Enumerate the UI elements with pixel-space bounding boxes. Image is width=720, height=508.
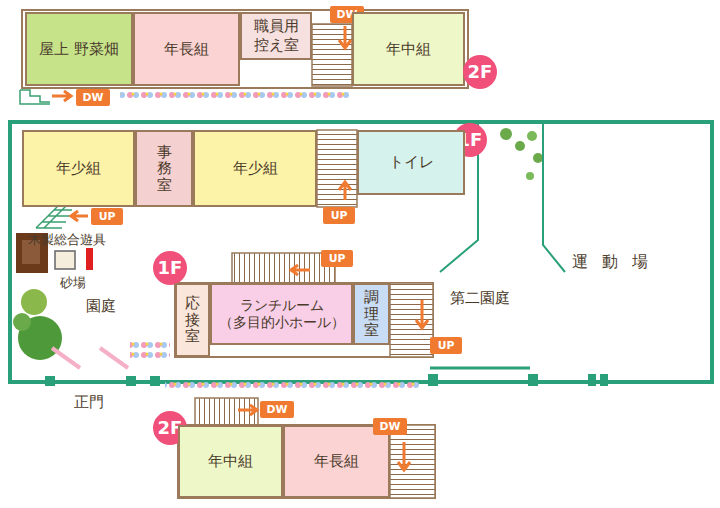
- room-box: 屋上 野菜畑: [25, 12, 133, 86]
- room-name: UP: [99, 210, 116, 223]
- area-label: 正門: [74, 393, 104, 412]
- room-name: 1F: [158, 257, 183, 280]
- stair-tag: DW: [373, 418, 407, 435]
- area-label: 第二園庭: [450, 289, 510, 308]
- room-name: 年中組: [208, 452, 253, 471]
- floor-badge: 1F: [153, 251, 187, 285]
- room-box: 応接室: [175, 283, 210, 357]
- room-name: DW: [83, 91, 104, 104]
- room-name: 年中組: [386, 40, 431, 59]
- room-name: UP: [329, 252, 346, 265]
- room-name: 年少組: [56, 159, 101, 178]
- floor-badge: 2F: [463, 55, 497, 89]
- stair-tag: DW: [76, 89, 110, 106]
- room-name: 2F: [468, 61, 493, 84]
- room-box: 年長組: [283, 425, 390, 498]
- room-box: 年中組: [178, 425, 283, 498]
- stair-tag: UP: [323, 207, 355, 224]
- area-label: 木製総合遊具: [28, 231, 106, 249]
- room-name: UP: [438, 339, 455, 352]
- room-box: ランチルーム （多目的小ホール）: [210, 283, 353, 345]
- room-box: 年長組: [133, 12, 240, 86]
- room-name: UP: [331, 209, 348, 222]
- room-name: DW: [380, 420, 401, 433]
- room-name: トイレ: [389, 153, 434, 172]
- room-box: 年少組: [22, 130, 135, 207]
- area-label: 運動場: [572, 252, 662, 273]
- area-label: 砂場: [60, 274, 86, 292]
- room-box: 事務室: [135, 130, 193, 207]
- room-box: 年中組: [352, 12, 465, 86]
- stair-tag: UP: [321, 250, 353, 267]
- stair-tag: UP: [91, 208, 123, 225]
- area-label: 園庭: [86, 297, 116, 316]
- stair-tag: UP: [430, 337, 462, 354]
- room-name: 応接室: [185, 295, 200, 345]
- room-name: 調理室: [364, 289, 379, 339]
- room-name: 事務室: [157, 144, 172, 194]
- room-name: DW: [267, 403, 288, 416]
- stair-tag: DW: [260, 401, 294, 418]
- room-box: 調理室: [353, 283, 390, 345]
- room-box: 年少組: [193, 130, 317, 207]
- room-name: 屋上 野菜畑: [39, 40, 119, 59]
- room-name: 年少組: [233, 159, 278, 178]
- room-box: トイレ: [357, 130, 465, 195]
- room-box: 職員用 控え室: [240, 12, 312, 60]
- room-name: 年長組: [314, 452, 359, 471]
- room-name: ランチルーム （多目的小ホール）: [212, 297, 351, 332]
- room-name: 年長組: [164, 40, 209, 59]
- room-name: 職員用 控え室: [242, 17, 310, 55]
